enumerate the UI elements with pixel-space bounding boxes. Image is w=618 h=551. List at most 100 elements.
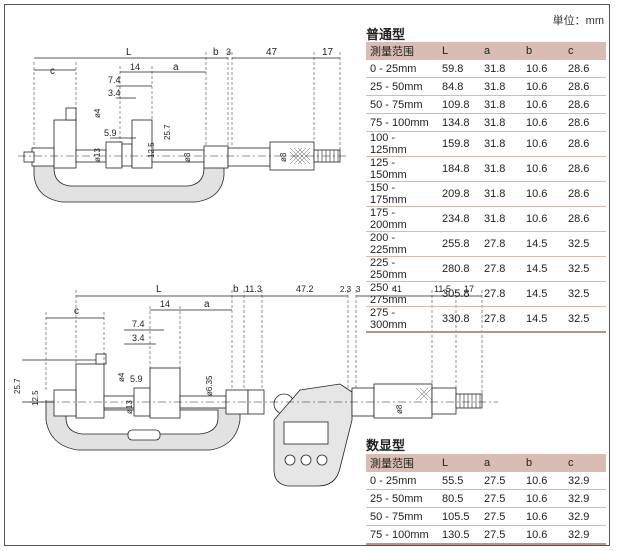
cell-value: 32.5	[564, 306, 606, 333]
dim-2-3: 2.3	[340, 285, 352, 294]
dim-a: a	[204, 299, 210, 310]
table-header-row: 測量范围 L a b c	[366, 454, 606, 472]
cell-value: 10.6	[522, 95, 564, 114]
cell-value: 130.5	[438, 525, 480, 545]
cell-value: 10.6	[522, 206, 564, 232]
cell-value: 27.5	[480, 489, 522, 508]
cell-value: 14.5	[522, 281, 564, 307]
cell-value: 109.8	[438, 95, 480, 114]
dim-L: L	[156, 284, 162, 295]
dim-3: 3	[356, 285, 361, 294]
header-L: L	[438, 42, 480, 60]
header-range: 測量范围	[366, 42, 438, 60]
cell-value: 32.9	[564, 489, 606, 508]
dim-25-7: 25.7	[13, 378, 22, 394]
unit-label: 単位：mm	[552, 15, 604, 27]
cell-range: 75 - 100mm	[366, 525, 438, 545]
cell-value: 10.6	[522, 181, 564, 207]
dim-11-3: 11.3	[245, 284, 262, 294]
header-a: a	[480, 42, 522, 60]
dim-b: b	[233, 284, 239, 295]
cell-range: 150 - 175mm	[366, 181, 438, 207]
cell-range: 275 - 300mm	[366, 306, 438, 333]
cell-value: 32.5	[564, 281, 606, 307]
cell-range: 25 - 50mm	[366, 489, 438, 508]
cell-value: 31.8	[480, 113, 522, 132]
dim-12-5: 12.5	[147, 142, 156, 158]
cell-value: 59.8	[438, 60, 480, 78]
cell-value: 10.6	[522, 156, 564, 182]
dim-phi13: ø13	[93, 148, 102, 162]
cell-value: 55.5	[438, 472, 480, 490]
cell-value: 27.8	[480, 231, 522, 257]
cell-value: 10.6	[522, 489, 564, 508]
dim-17: 17	[322, 47, 334, 58]
dim-phi6-35: ø6.35	[205, 375, 214, 396]
cell-value: 27.8	[480, 256, 522, 282]
cell-value: 27.8	[480, 281, 522, 307]
cell-range: 0 - 25mm	[366, 472, 438, 490]
cell-value: 28.6	[564, 95, 606, 114]
cell-range: 25 - 50mm	[366, 77, 438, 96]
cell-value: 32.5	[564, 256, 606, 282]
cell-range: 75 - 100mm	[366, 113, 438, 132]
cell-range: 50 - 75mm	[366, 95, 438, 114]
cell-value: 255.8	[438, 231, 480, 257]
dim-c: c	[50, 66, 55, 77]
dim-3-4: 3.4	[108, 88, 121, 98]
header-L: L	[438, 454, 480, 472]
table-header-row: 測量范围 L a b c	[366, 42, 606, 60]
cell-value: 28.6	[564, 113, 606, 132]
dim-47-2: 47.2	[296, 284, 314, 294]
cell-range: 50 - 75mm	[366, 507, 438, 526]
cell-value: 10.6	[522, 77, 564, 96]
dim-3: 3	[226, 47, 231, 57]
cell-value: 27.8	[480, 306, 522, 333]
cell-range: 175 - 200mm	[366, 206, 438, 232]
cell-value: 159.8	[438, 131, 480, 157]
dim-5-9: 5.9	[130, 374, 143, 384]
cell-value: 28.6	[564, 181, 606, 207]
cell-value: 10.6	[522, 113, 564, 132]
cell-value: 27.5	[480, 525, 522, 545]
cell-value: 28.6	[564, 77, 606, 96]
cell-value: 234.8	[438, 206, 480, 232]
cell-value: 32.9	[564, 507, 606, 526]
dim-phi4: ø4	[117, 372, 126, 382]
outer-frame	[4, 4, 610, 546]
dim-12-5: 12.5	[31, 390, 40, 406]
dim-phi13: ø13	[125, 400, 134, 414]
cell-value: 31.8	[480, 181, 522, 207]
cell-value: 80.5	[438, 489, 480, 508]
cell-range: 200 - 225mm	[366, 231, 438, 257]
dim-3-4: 3.4	[132, 333, 145, 343]
dim-a: a	[173, 62, 179, 73]
cell-value: 14.5	[522, 306, 564, 333]
cell-value: 27.5	[480, 472, 522, 490]
cell-value: 330.8	[438, 306, 480, 333]
dim-47: 47	[266, 47, 278, 58]
header-b: b	[522, 42, 564, 60]
cell-value: 28.6	[564, 206, 606, 232]
dim-14: 14	[130, 62, 140, 72]
dim-c: c	[74, 306, 79, 317]
cell-value: 209.8	[438, 181, 480, 207]
cell-value: 105.5	[438, 507, 480, 526]
